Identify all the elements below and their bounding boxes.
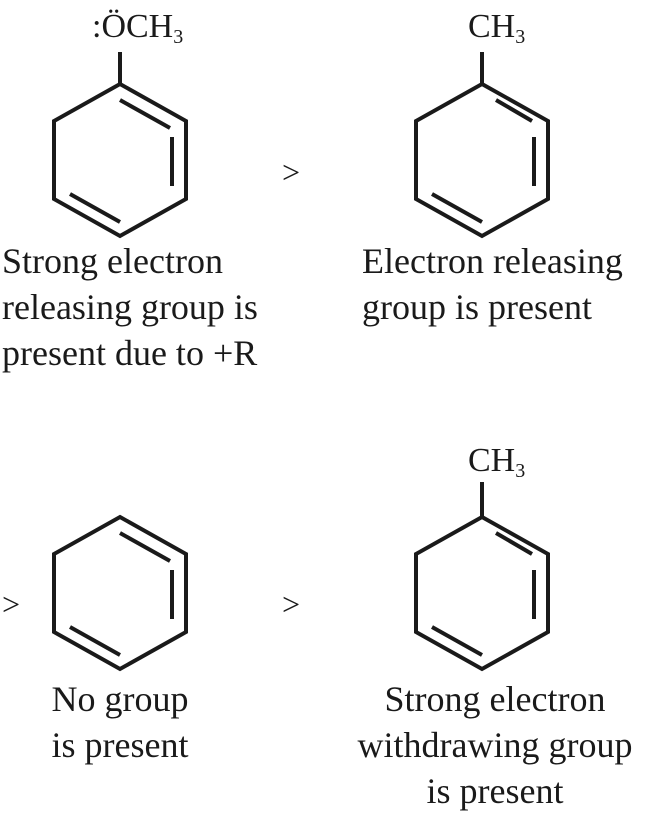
hexagon-4 [414,514,550,672]
greater-than-symbol-2: > [2,586,21,622]
benzene-ring-plain [52,514,188,672]
caption-line: group is present [362,287,592,327]
double-bond-3c [69,625,121,657]
caption-line: Strong electron [384,679,606,719]
caption-line: withdrawing group [357,725,633,765]
double-bond-1c [69,192,121,224]
substituent-label-1: :ÖCH3 [92,8,184,49]
double-bond-4a [494,531,534,556]
caption-toluene: Electron releasing group is present [362,238,623,330]
caption-toluene-2: Strong electron withdrawing group is pre… [330,676,660,814]
lone-pair-marker: : [92,8,102,45]
caption-line: No group [51,679,189,719]
benzene-ring-toluene [414,52,550,239]
double-bond-1a [119,98,171,130]
hexagon-2 [414,81,550,239]
caption-benzene: No group is present [20,676,220,768]
caption-line: present due to +R [2,333,258,373]
greater-than-symbol-3: > [282,586,301,622]
substituent-label-4: CH3 [468,442,526,483]
benzene-ring-anisole [52,52,188,239]
caption-line: releasing group is [2,287,258,327]
caption-anisole: Strong electron releasing group is prese… [2,238,258,376]
substituent-label-2: CH3 [468,8,526,49]
hexagon-3 [52,514,188,672]
double-bond-2c [431,192,483,224]
caption-line: Electron releasing [362,241,623,281]
greater-than-symbol-1: > [282,154,301,190]
caption-line: Strong electron [2,241,223,281]
double-bond-4c [431,625,483,657]
hexagon-1 [52,81,188,239]
caption-line: is present [51,725,189,765]
caption-line: is present [426,771,564,811]
double-bond-2a [494,98,534,123]
benzene-ring-toluene-2 [414,482,550,672]
double-bond-3a [119,531,171,563]
